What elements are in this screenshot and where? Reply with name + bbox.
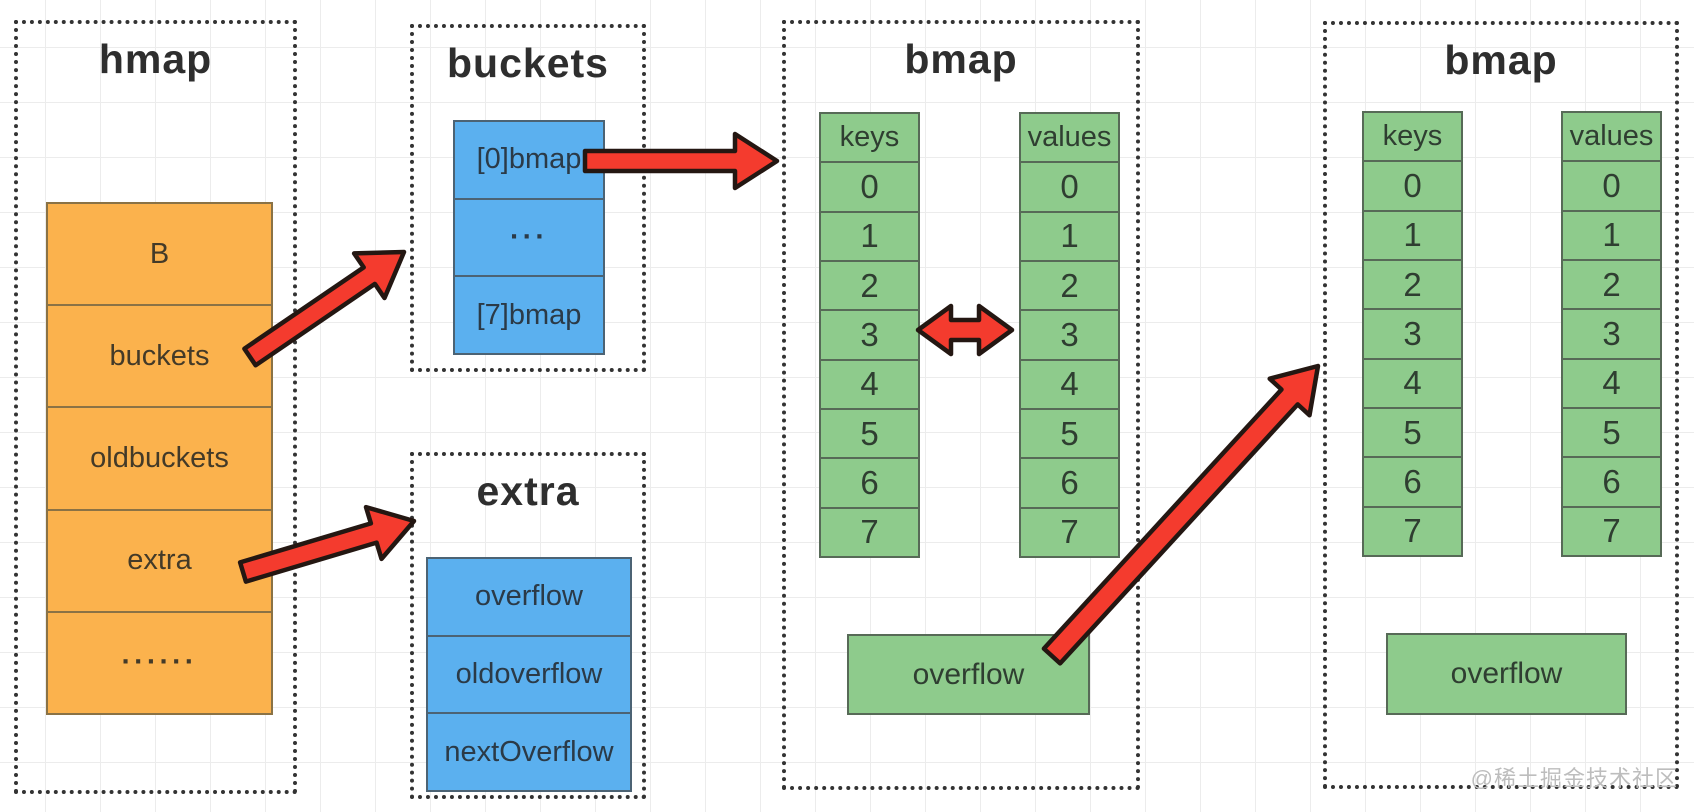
value-slot: 5 xyxy=(1563,406,1660,457)
bmap-right-overflow-box: overflow xyxy=(1386,633,1627,715)
key-slot: 0 xyxy=(1364,160,1461,210)
value-slot: 2 xyxy=(1021,259,1118,310)
value-slot: 1 xyxy=(1563,209,1660,259)
extra-panel: extra overflow oldoverflow nextOverflow xyxy=(410,452,646,799)
key-slot: 7 xyxy=(821,506,918,556)
value-slot: 5 xyxy=(1021,407,1118,458)
key-slot: 0 xyxy=(821,161,918,211)
key-slot: 4 xyxy=(821,358,918,408)
bucket-slot-0: [0]bmap xyxy=(455,122,603,198)
key-slot: 3 xyxy=(821,309,918,359)
values-header: values xyxy=(1563,113,1660,161)
bmap-left-overflow-box: overflow xyxy=(847,634,1090,715)
value-slot: 2 xyxy=(1563,258,1660,309)
value-slot: 3 xyxy=(1021,309,1118,359)
key-slot: 5 xyxy=(821,407,918,458)
extra-struct-table: overflow oldoverflow nextOverflow xyxy=(426,557,632,792)
hmap-title: hmap xyxy=(98,36,213,82)
key-slot: 1 xyxy=(821,210,918,260)
value-slot: 6 xyxy=(1563,456,1660,506)
bmap-right-panel: bmap keys 0 1 2 3 4 5 6 7 values 0 1 2 3… xyxy=(1323,21,1679,789)
bucket-slot-ellipsis: ··· xyxy=(455,197,603,276)
hmap-panel: hmap B buckets oldbuckets extra ······ xyxy=(14,20,297,794)
buckets-array-table: [0]bmap ··· [7]bmap xyxy=(453,120,605,355)
buckets-panel: buckets [0]bmap ··· [7]bmap xyxy=(410,24,646,372)
value-slot: 7 xyxy=(1563,505,1660,555)
hmap-struct-table: B buckets oldbuckets extra ······ xyxy=(46,202,273,715)
bmap-right-keys-column: keys 0 1 2 3 4 5 6 7 xyxy=(1362,111,1463,557)
bmap-right-title: bmap xyxy=(1444,37,1558,83)
value-slot: 1 xyxy=(1021,210,1118,260)
value-slot: 0 xyxy=(1563,160,1660,210)
bucket-slot-7: [7]bmap xyxy=(455,275,603,354)
value-slot: 3 xyxy=(1563,308,1660,358)
value-slot: 7 xyxy=(1021,506,1118,556)
key-slot: 1 xyxy=(1364,209,1461,259)
bmap-left-keys-column: keys 0 1 2 3 4 5 6 7 xyxy=(819,112,920,558)
key-slot: 6 xyxy=(1364,456,1461,506)
hmap-field-ellipsis: ······ xyxy=(48,610,271,714)
key-slot: 4 xyxy=(1364,357,1461,407)
value-slot: 4 xyxy=(1021,358,1118,408)
extra-field-nextoverflow: nextOverflow xyxy=(428,712,630,791)
values-header: values xyxy=(1021,114,1118,162)
bmap-right-values-column: values 0 1 2 3 4 5 6 7 xyxy=(1561,111,1662,557)
extra-field-oldoverflow: oldoverflow xyxy=(428,634,630,713)
keys-header: keys xyxy=(821,114,918,162)
buckets-title: buckets xyxy=(447,40,609,86)
key-slot: 2 xyxy=(821,259,918,310)
value-slot: 4 xyxy=(1563,357,1660,407)
hmap-field-extra: extra xyxy=(48,508,271,611)
hmap-field-oldbuckets: oldbuckets xyxy=(48,406,271,509)
value-slot: 6 xyxy=(1021,457,1118,507)
keys-header: keys xyxy=(1364,113,1461,161)
bmap-left-values-column: values 0 1 2 3 4 5 6 7 xyxy=(1019,112,1120,558)
bmap-left-panel: bmap keys 0 1 2 3 4 5 6 7 values 0 1 2 3… xyxy=(782,20,1140,790)
bmap-left-title: bmap xyxy=(904,36,1018,82)
key-slot: 2 xyxy=(1364,258,1461,309)
hmap-field-b: B xyxy=(48,204,271,305)
key-slot: 5 xyxy=(1364,406,1461,457)
key-slot: 6 xyxy=(821,457,918,507)
watermark: @稀土掘金技术社区 xyxy=(1470,766,1678,791)
extra-field-overflow: overflow xyxy=(428,559,630,635)
hmap-field-buckets: buckets xyxy=(48,304,271,407)
value-slot: 0 xyxy=(1021,161,1118,211)
key-slot: 3 xyxy=(1364,308,1461,358)
extra-title: extra xyxy=(476,468,580,514)
key-slot: 7 xyxy=(1364,505,1461,555)
